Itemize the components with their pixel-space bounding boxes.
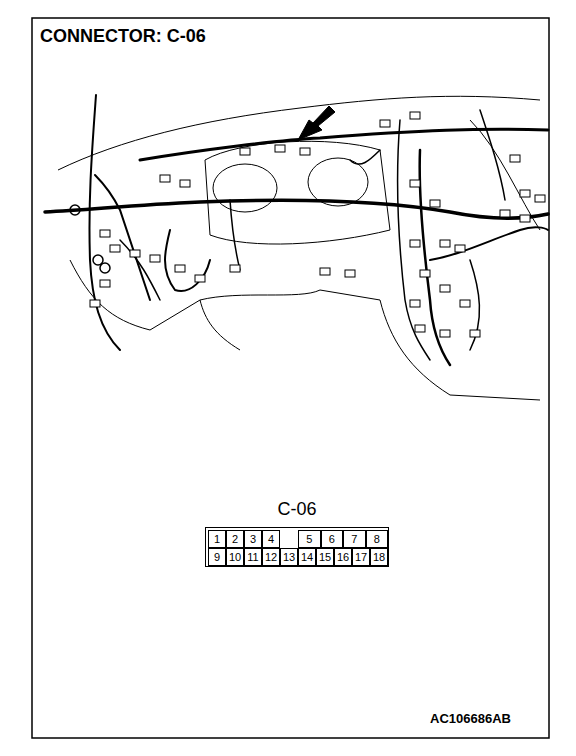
pin-number: 2 [232, 533, 238, 545]
harness-connector [110, 245, 120, 252]
harness-connector [410, 300, 420, 307]
harness-connector [320, 268, 330, 275]
grommet [70, 205, 80, 215]
figure-code: AC106686AB [430, 711, 511, 726]
harness-connector [440, 330, 450, 337]
pin-cell: 13 [280, 548, 298, 566]
harness-connector [520, 215, 530, 222]
harness-connector [90, 300, 100, 307]
harness-connector [230, 265, 240, 272]
harness-connector [180, 180, 190, 187]
harness-connector [415, 325, 425, 332]
pin-number: 10 [229, 551, 241, 563]
pin-cell: 14 [298, 548, 316, 566]
pin-number: 13 [283, 551, 295, 563]
pin-cell: 10 [226, 548, 244, 566]
harness-connector [535, 195, 545, 202]
wiring-harness [45, 95, 548, 365]
harness-connector [240, 148, 250, 155]
pin-number: 4 [268, 533, 274, 545]
connector-face: C-06123456789101112131415161718 [205, 527, 389, 567]
harness-connector [455, 245, 465, 252]
harness-connector [410, 240, 420, 247]
pin-number: 11 [247, 551, 258, 563]
harness-connector [160, 175, 170, 182]
location-arrow [298, 106, 335, 140]
harness-connector [510, 155, 520, 162]
grommet [100, 263, 110, 273]
pin-number: 12 [265, 551, 277, 563]
pin-cell: 2 [226, 530, 244, 548]
pin-cell: 12 [262, 548, 280, 566]
harness-connector [275, 145, 285, 152]
harness-connector [420, 270, 430, 277]
harness-connector [195, 275, 205, 282]
pin-cell: 3 [244, 530, 262, 548]
harness-connector [300, 148, 310, 155]
pin-number: 17 [355, 551, 367, 563]
harness-connector [440, 240, 450, 247]
pin-number: 6 [329, 533, 335, 545]
pin-cell: 15 [316, 548, 334, 566]
harness-connector [470, 330, 480, 337]
pin-cell: 9 [208, 548, 226, 566]
pin-number: 3 [250, 533, 256, 545]
harness-connector [440, 285, 450, 292]
pin-cell: 6 [321, 530, 344, 548]
pin-cell: 5 [298, 530, 321, 548]
pin-cell: 18 [370, 548, 388, 566]
pin-cell: 1 [208, 530, 226, 548]
harness-connector [130, 250, 140, 257]
pin-number: 7 [351, 533, 357, 545]
pin-number: 14 [301, 551, 313, 563]
pin-cell: 11 [244, 548, 262, 566]
connector-name: C-06 [277, 499, 316, 520]
pin-number: 8 [374, 533, 380, 545]
pin-number: 5 [306, 533, 312, 545]
title: CONNECTOR: C-06 [40, 26, 206, 47]
pin-number: 1 [214, 533, 220, 545]
harness-connector [460, 300, 470, 307]
harness-connector [410, 180, 420, 187]
pin-cell: 17 [352, 548, 370, 566]
pin-number: 16 [337, 551, 349, 563]
harness-connector [520, 190, 530, 197]
small-connectors [70, 112, 545, 337]
pin-number: 15 [319, 551, 331, 563]
harness-connector [150, 255, 160, 262]
harness-connector [175, 265, 185, 272]
pin-cell: 16 [334, 548, 352, 566]
dashboard-outline [58, 96, 540, 400]
harness-connector [410, 112, 420, 119]
pin-cell: 8 [366, 530, 389, 548]
pin-number: 18 [373, 551, 385, 563]
harness-connector [500, 210, 510, 217]
harness-connector [380, 120, 390, 127]
harness-connector [345, 270, 355, 277]
pin-cell: 4 [262, 530, 280, 548]
pin-number: 9 [214, 551, 220, 563]
harness-connector [100, 230, 110, 237]
harness-connector [430, 200, 440, 207]
frame [32, 18, 549, 738]
harness-connector [100, 280, 110, 287]
pin-cell: 7 [343, 530, 366, 548]
